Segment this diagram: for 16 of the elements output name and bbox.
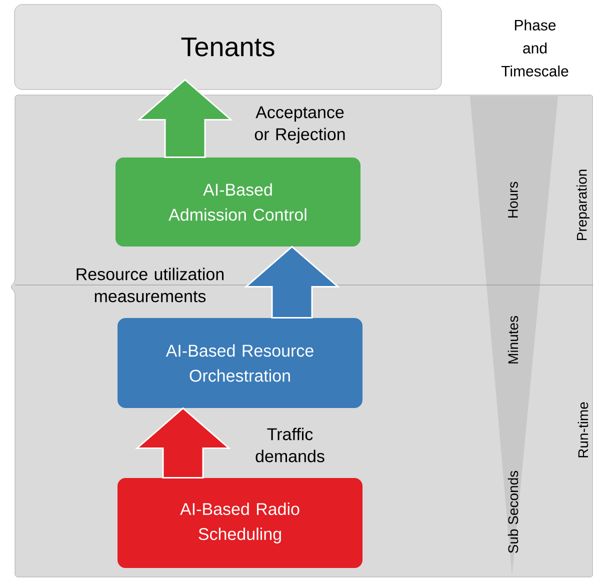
block-arrow: [244, 246, 340, 319]
timescale-label: Sub Seconds: [508, 470, 518, 553]
block-arrow: [135, 407, 232, 479]
timescale-label: Minutes: [508, 316, 518, 364]
edge-label: Acceptance or Rejection: [254, 106, 345, 144]
edge-label: Resource utilization measurements: [76, 268, 224, 302]
process-box: AI-Based Radio Scheduling: [118, 478, 362, 568]
timescale-label: Run-time: [578, 402, 588, 458]
tenants-box: Tenants: [14, 4, 442, 90]
block-arrow: [137, 78, 234, 158]
timescale-label: Hours: [508, 182, 518, 218]
column-heading: Phase and Timescale: [501, 20, 568, 76]
edge-label: Traffic demands: [256, 428, 324, 462]
process-box: AI-Based Resource Orchestration: [118, 318, 362, 408]
timescale-label: Preparation: [576, 170, 590, 240]
process-box: AI-Based Admission Control: [116, 158, 360, 246]
